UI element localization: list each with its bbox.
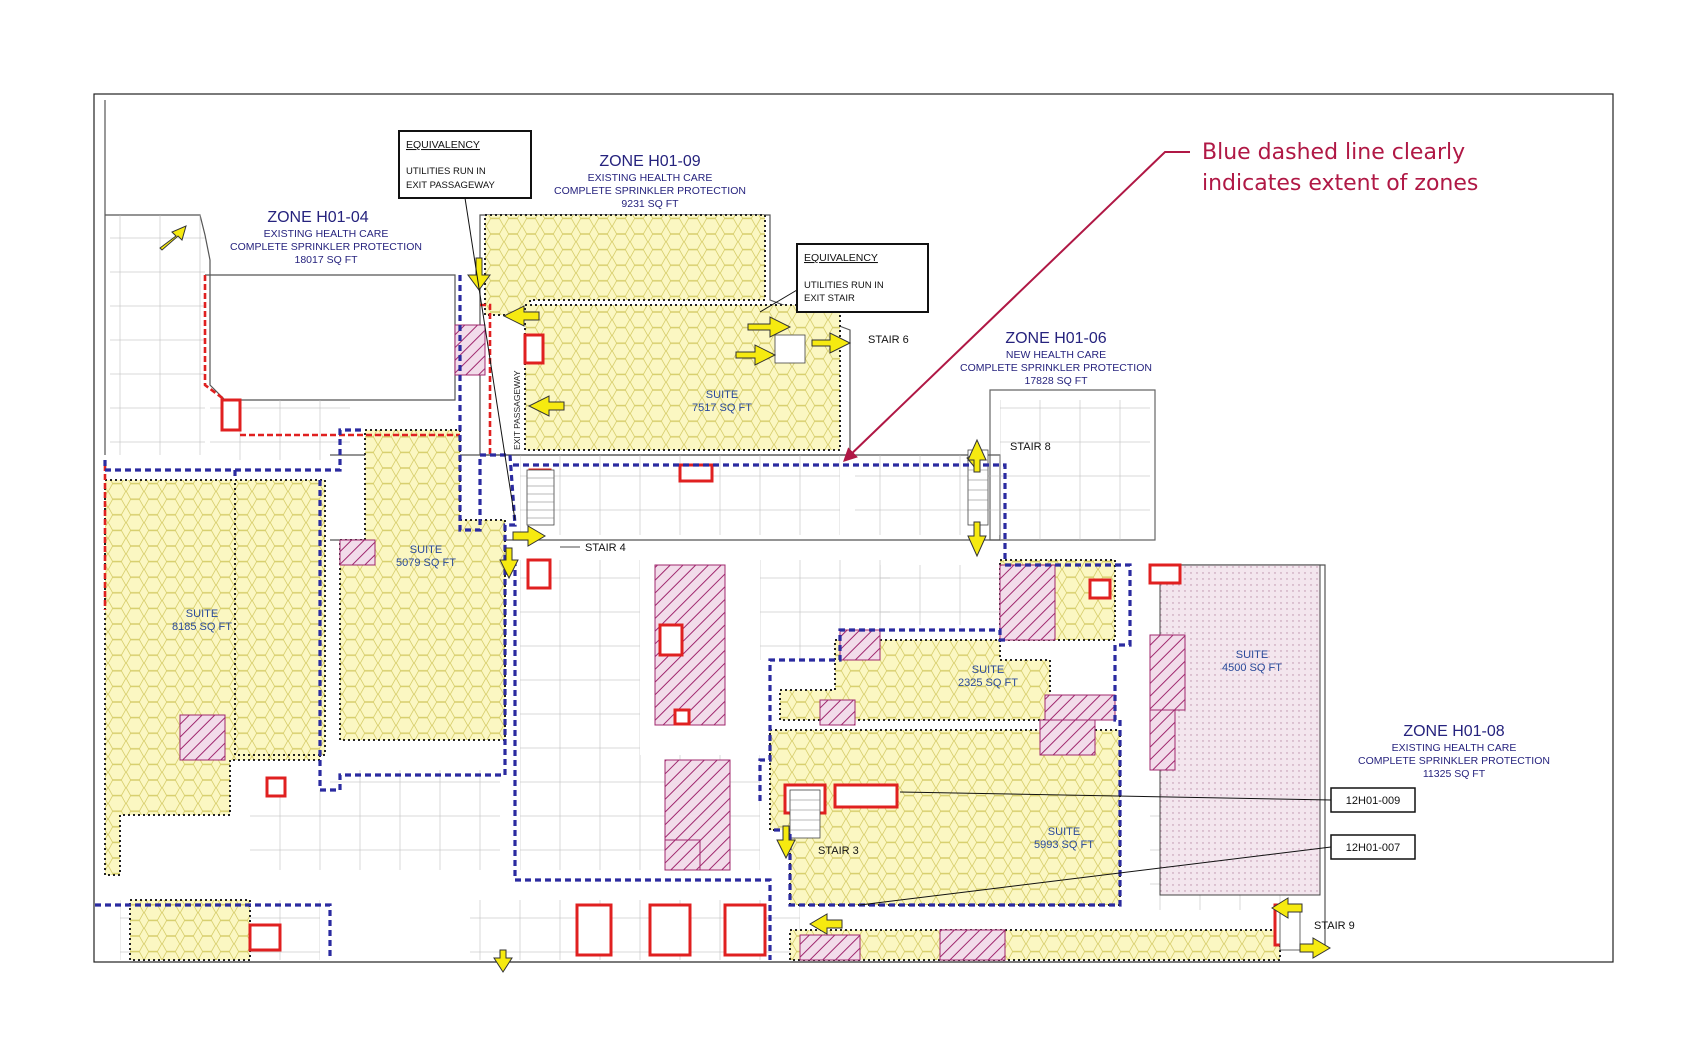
stair-label: STAIR 4 <box>585 542 626 554</box>
equivalency-leader <box>759 289 798 313</box>
zone-area: 9231 SQ FT <box>621 198 679 210</box>
suite-area: 2325 SQ FT <box>958 677 1018 689</box>
equivalency-line: UTILITIES RUN IN <box>804 280 884 291</box>
callout-line-1: Blue dashed line clearly <box>1202 140 1465 165</box>
equivalency-header: EQUIVALENCY <box>804 252 878 264</box>
equivalency-leader <box>464 197 516 521</box>
suite-title: SUITE <box>186 608 218 620</box>
zone-title: ZONE H01-06 <box>1005 330 1106 347</box>
zone-sprinkler: COMPLETE SPRINKLER PROTECTION <box>1358 755 1550 767</box>
zone-label-h01-09: ZONE H01-09 EXISTING HEALTH CARE COMPLET… <box>554 153 746 210</box>
zone-sprinkler: COMPLETE SPRINKLER PROTECTION <box>554 185 746 197</box>
callout-arrow <box>842 151 1190 462</box>
zone-title: ZONE H01-09 <box>599 153 700 170</box>
suite-area: 5993 SQ FT <box>1034 839 1094 851</box>
suite-area: 4500 SQ FT <box>1222 662 1282 674</box>
zone-label-h01-04: ZONE H01-04 EXISTING HEALTH CARE COMPLET… <box>230 209 422 266</box>
suite-label: SUITE 5993 SQ FT <box>1034 826 1094 851</box>
equivalency-header: EQUIVALENCY <box>406 139 480 151</box>
suite-title: SUITE <box>1048 826 1080 838</box>
suite-title: SUITE <box>1236 649 1268 661</box>
tag-label: 12H01-009 <box>1346 795 1400 807</box>
suite-title: SUITE <box>706 389 738 401</box>
hatched-rooms <box>179 324 1186 961</box>
suite-title: SUITE <box>972 664 1004 676</box>
suite-area: 5079 SQ FT <box>396 557 456 569</box>
equivalency-line: UTILITIES RUN IN <box>406 166 486 177</box>
zone-type: NEW HEALTH CARE <box>1006 349 1106 361</box>
suite-label: SUITE 7517 SQ FT <box>692 389 752 414</box>
zone-boundaries <box>95 275 1132 960</box>
equivalency-box: EQUIVALENCY UTILITIES RUN IN EXIT PASSAG… <box>398 130 532 199</box>
tag-leader <box>859 846 1332 906</box>
tag-box: 12H01-009 <box>1330 787 1416 813</box>
exit-arrows <box>159 225 1331 973</box>
suite-fill-pink <box>1159 564 1321 896</box>
suite-title: SUITE <box>410 544 442 556</box>
zone-label-h01-06: ZONE H01-06 NEW HEALTH CARE COMPLETE SPR… <box>960 330 1152 387</box>
suite-label: SUITE 8185 SQ FT <box>172 608 232 633</box>
zone-area: 18017 SQ FT <box>294 254 358 266</box>
barrier-boxes <box>220 333 1297 957</box>
zone-title: ZONE H01-08 <box>1403 723 1504 740</box>
zone-sprinkler: COMPLETE SPRINKLER PROTECTION <box>230 241 422 253</box>
tag-box: 12H01-007 <box>1330 834 1416 860</box>
suite-area: 7517 SQ FT <box>692 402 752 414</box>
zone-label-h01-08: ZONE H01-08 EXISTING HEALTH CARE COMPLET… <box>1358 723 1550 780</box>
suite-area: 8185 SQ FT <box>172 621 232 633</box>
suite-label: SUITE 2325 SQ FT <box>958 664 1018 689</box>
stair-label: STAIR 3 <box>818 845 859 857</box>
zone-sprinkler: COMPLETE SPRINKLER PROTECTION <box>960 362 1152 374</box>
zone-area: 11325 SQ FT <box>1423 768 1486 780</box>
stair-label: STAIR 6 <box>868 334 909 346</box>
tag-label: 12H01-007 <box>1346 842 1400 854</box>
suite-label: SUITE 5079 SQ FT <box>396 544 456 569</box>
exit-passageway-label: EXIT PASSAGEWAY <box>512 370 522 450</box>
zone-area: 17828 SQ FT <box>1024 375 1088 387</box>
stair-label: STAIR 8 <box>1010 441 1051 453</box>
stair-treads <box>527 459 988 831</box>
equivalency-line: EXIT PASSAGEWAY <box>406 180 496 191</box>
equivalency-box: EQUIVALENCY UTILITIES RUN IN EXIT STAIR <box>796 243 929 313</box>
suite-label: SUITE 4500 SQ FT <box>1222 649 1282 674</box>
zone-type: EXISTING HEALTH CARE <box>588 172 713 184</box>
zone-type: EXISTING HEALTH CARE <box>264 228 389 240</box>
callout-line-2: indicates extent of zones <box>1202 171 1478 196</box>
equivalency-line: EXIT STAIR <box>804 293 855 304</box>
tag-leader <box>899 791 1332 801</box>
zone-title: ZONE H01-04 <box>267 209 368 226</box>
stair-label: STAIR 9 <box>1314 920 1355 932</box>
zone-type: EXISTING HEALTH CARE <box>1392 742 1517 754</box>
